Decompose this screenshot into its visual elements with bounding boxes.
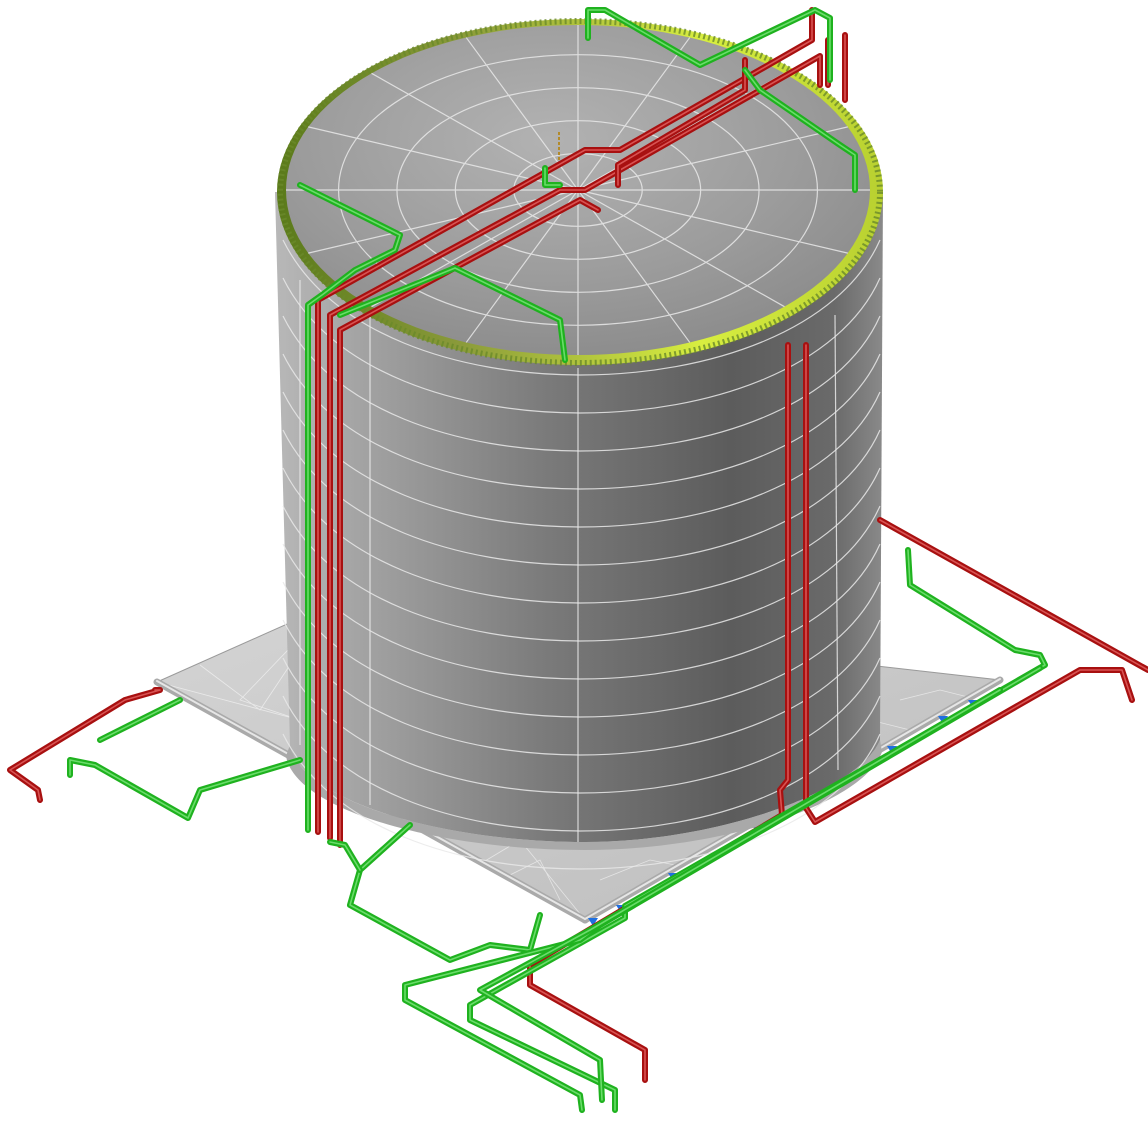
roof-spoke [308,189,579,254]
red-pipe-west-header-highlight [9,689,161,801]
red-pipe-west-header [7,687,163,803]
shell-course-seam [282,315,881,452]
red-pipe-riser-left-highlight [317,9,813,833]
roof-spoke [465,189,579,343]
roof-spoke [577,189,785,308]
shell-course-seam [282,657,881,794]
roof-spoke [577,189,848,254]
green-pipe-roof-top-highlight [587,9,831,81]
shell-course-seam [282,619,881,756]
shell-course-seam [282,733,881,870]
shell-course-seam [282,467,881,604]
green-pipe-network [67,7,1048,1113]
shell-course-seam [282,429,881,566]
red-pipe-roof-branch-highlight [339,199,599,846]
roof-spoke [577,189,691,343]
shell-course-seam [282,353,881,490]
roof-spoke [577,126,848,191]
green-pipe-west-highlight [69,759,301,819]
triangle-marker-icon [588,918,598,926]
shell-course-seam [282,581,881,718]
tank-shell [275,18,883,870]
shell-course-seam [282,505,881,642]
green-pipe-south-header-2-highlight [479,689,1001,1101]
green-pipe-drain-highlight [329,841,361,871]
roof-spoke [577,37,691,191]
green-pipe-east-header-highlight [469,549,1046,1111]
red-pipe-riser-left-2-highlight [329,55,821,839]
red-pipe-east-header-highlight [879,519,1148,671]
green-pipe-roof-center-highlight [544,167,561,186]
shell-course-seam [282,391,881,528]
green-pipe-west [67,757,303,821]
green-pipe-roof-left-highlight [339,267,566,361]
shell-course-seam [282,543,881,680]
green-pipe-riser-left-highlight [299,184,401,831]
green-pipe-roof-right-highlight [744,69,856,191]
shell-course-seam [282,695,881,832]
red-pipe-riser-right-2-highlight [805,344,1133,823]
shell-course-seam [282,277,881,414]
green-pipe-west-2-highlight [99,699,181,741]
